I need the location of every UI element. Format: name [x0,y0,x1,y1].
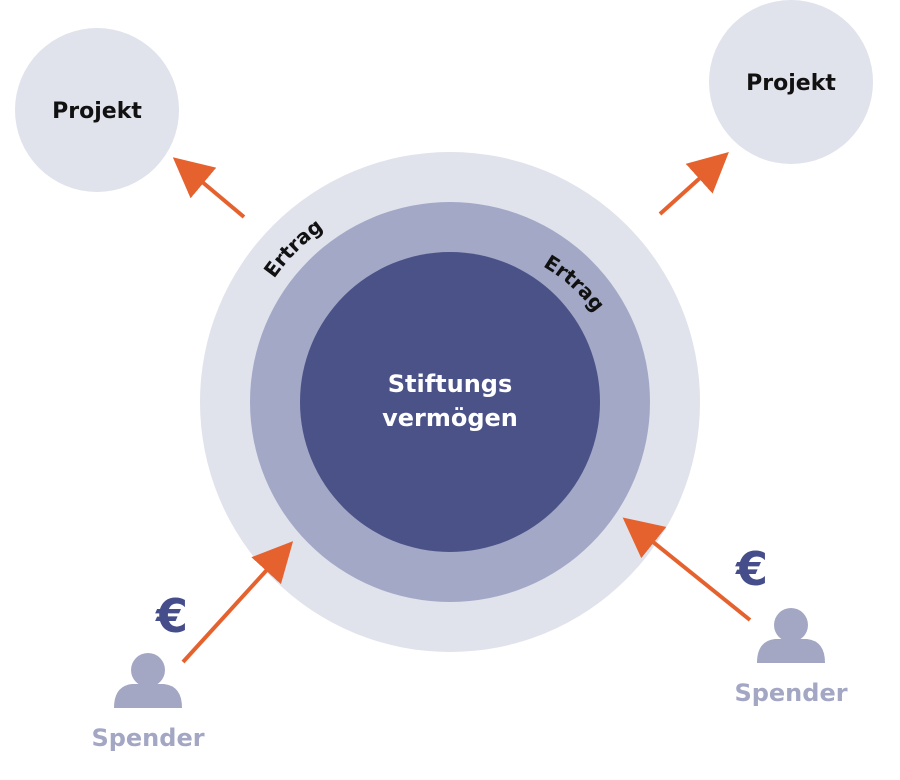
project-circle-left [15,28,179,192]
donor-label-left: Spender [91,724,204,752]
core-label-line1: Stiftungs [388,370,513,398]
core-label-line2: vermögen [382,404,518,432]
person-icon [757,608,825,663]
project-label-left: Projekt [52,99,142,124]
project-circle-right [709,0,873,164]
arrow-from-donor-right [622,517,752,622]
arrow-from-donor-left [181,541,294,664]
project-label-right: Projekt [746,71,836,96]
arrow-to-project-right [658,151,729,216]
euro-icon: € [155,589,188,643]
donor-label-right: Spender [734,679,847,707]
arrow-to-project-left [172,157,246,219]
person-icon [114,653,182,708]
core-circle [300,252,600,552]
euro-icon: € [735,542,768,596]
